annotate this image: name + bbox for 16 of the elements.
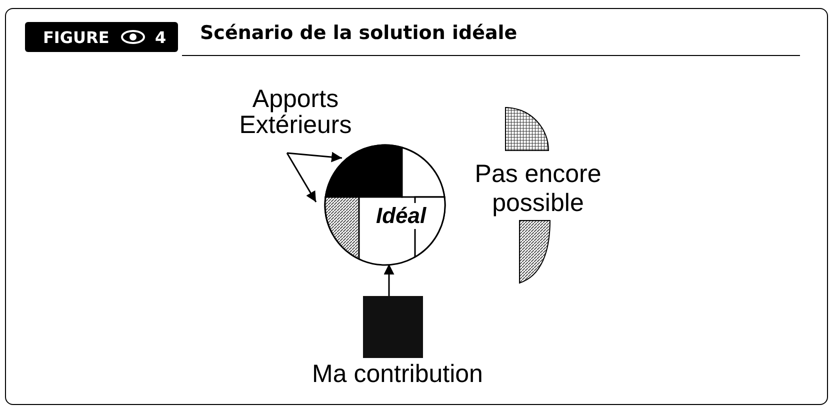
filled-square	[363, 296, 423, 358]
arrow	[286, 152, 317, 202]
filled-sector	[324, 144, 403, 198]
figure-title: Scénario de la solution idéale	[200, 22, 518, 44]
arrow	[286, 152, 342, 162]
quarter-sector	[505, 107, 549, 151]
figure-label: FIGURE	[43, 28, 110, 47]
caption-text: Ma contribution	[311, 360, 484, 389]
half-sector	[519, 220, 550, 284]
arrow	[384, 264, 394, 296]
hatched-sector	[324, 196, 360, 260]
figure-number: 4	[155, 28, 166, 47]
center-label: Idéal	[375, 203, 428, 229]
caption-text: Pas encore possible	[474, 160, 602, 218]
callout-text: Apports Extérieurs	[228, 86, 363, 138]
empty-sector	[401, 146, 446, 198]
